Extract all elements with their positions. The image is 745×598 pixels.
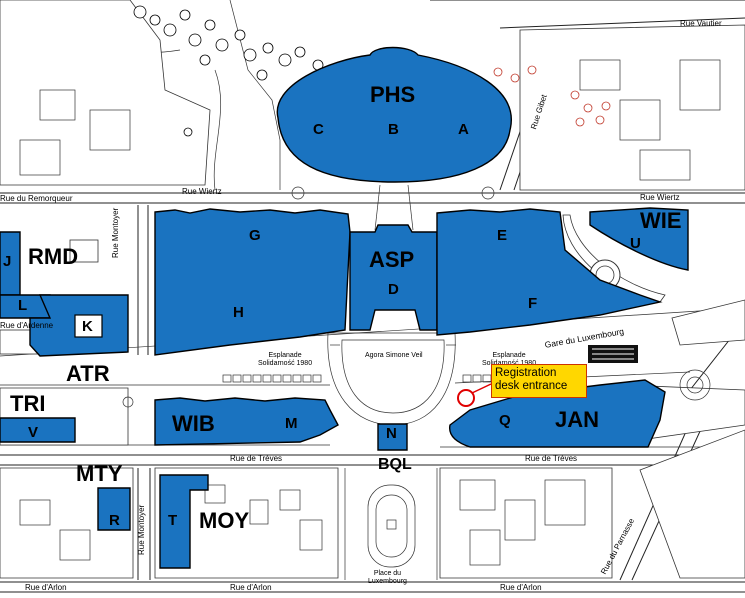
- label-rmd: RMD: [28, 244, 79, 269]
- building-e-f[interactable]: [436, 208, 663, 336]
- label-u: U: [630, 235, 641, 252]
- label-d: D: [388, 281, 399, 298]
- street-arlon-left: Rue d'Arlon: [25, 583, 67, 592]
- building-asp-d[interactable]: [349, 224, 438, 331]
- label-q: Q: [499, 412, 511, 429]
- building-r[interactable]: [97, 487, 131, 531]
- building-wib-m[interactable]: [154, 397, 339, 446]
- street-arlon-right: Rue d'Arlon: [500, 583, 542, 592]
- label-l: L: [18, 297, 28, 314]
- label-j: J: [3, 253, 12, 270]
- label-mty: MTY: [76, 461, 123, 486]
- registration-callout: Registration desk entrance: [491, 364, 587, 398]
- street-treves-left: Rue de Trèves: [230, 454, 283, 463]
- label-n: N: [386, 425, 397, 442]
- label-wib: WIB: [172, 411, 215, 436]
- label-m: M: [285, 415, 298, 432]
- street-ardenne: Rue d'Ardenne: [0, 321, 54, 330]
- label-h: H: [233, 304, 244, 321]
- building-q-jan[interactable]: [448, 379, 666, 448]
- railway-station: [588, 345, 638, 363]
- street-wiertz-right: Rue Wiertz: [640, 193, 680, 202]
- label-moy: MOY: [199, 508, 250, 533]
- building-phs[interactable]: [276, 46, 512, 183]
- city-blocks: [0, 0, 745, 579]
- callout-line-1: Registration: [495, 367, 557, 379]
- label-a: A: [458, 121, 469, 138]
- label-g: G: [249, 227, 261, 244]
- label-r: R: [109, 512, 120, 529]
- building-v[interactable]: [0, 417, 76, 443]
- label-phs: PHS: [370, 82, 416, 107]
- street-arlon-mid: Rue d'Arlon: [230, 583, 272, 592]
- campus-buildings: [0, 46, 689, 569]
- label-b: B: [388, 121, 399, 138]
- label-tri: TRI: [10, 391, 46, 416]
- label-v: V: [28, 424, 39, 441]
- label-wie: WIE: [640, 208, 682, 233]
- agora-simone-veil: [327, 332, 456, 426]
- label-jan: JAN: [555, 407, 600, 432]
- building-g-h[interactable]: [154, 208, 351, 356]
- callout-line-2: desk entrance: [495, 380, 568, 392]
- street-remorqueur: Rue du Remorqueur: [0, 194, 73, 203]
- label-e: E: [497, 227, 508, 244]
- building-outlines: [19, 59, 721, 566]
- building-n[interactable]: [377, 423, 408, 451]
- esplanade-tiles: [222, 374, 492, 383]
- label-bql: BQL: [378, 456, 412, 473]
- street-vautier: Rue Vautier: [680, 19, 722, 28]
- building-t[interactable]: [159, 474, 209, 569]
- label-c: C: [313, 121, 324, 138]
- registration-marker: [457, 383, 492, 407]
- label-asp: ASP: [369, 247, 415, 272]
- label-f: F: [528, 295, 538, 312]
- building-wie[interactable]: [589, 207, 689, 271]
- label-atr: ATR: [66, 361, 110, 386]
- label-k: K: [82, 318, 93, 335]
- street-wiertz-left: Rue Wiertz: [182, 187, 222, 196]
- label-t: T: [168, 512, 178, 529]
- street-montoyer-upper: Rue Montoyer: [111, 207, 120, 258]
- street-treves-right: Rue de Trèves: [525, 454, 578, 463]
- label-agora: Agora Simone Veil: [365, 352, 423, 359]
- street-montoyer-lower: Rue Montoyer: [137, 504, 146, 555]
- squares: [122, 186, 711, 568]
